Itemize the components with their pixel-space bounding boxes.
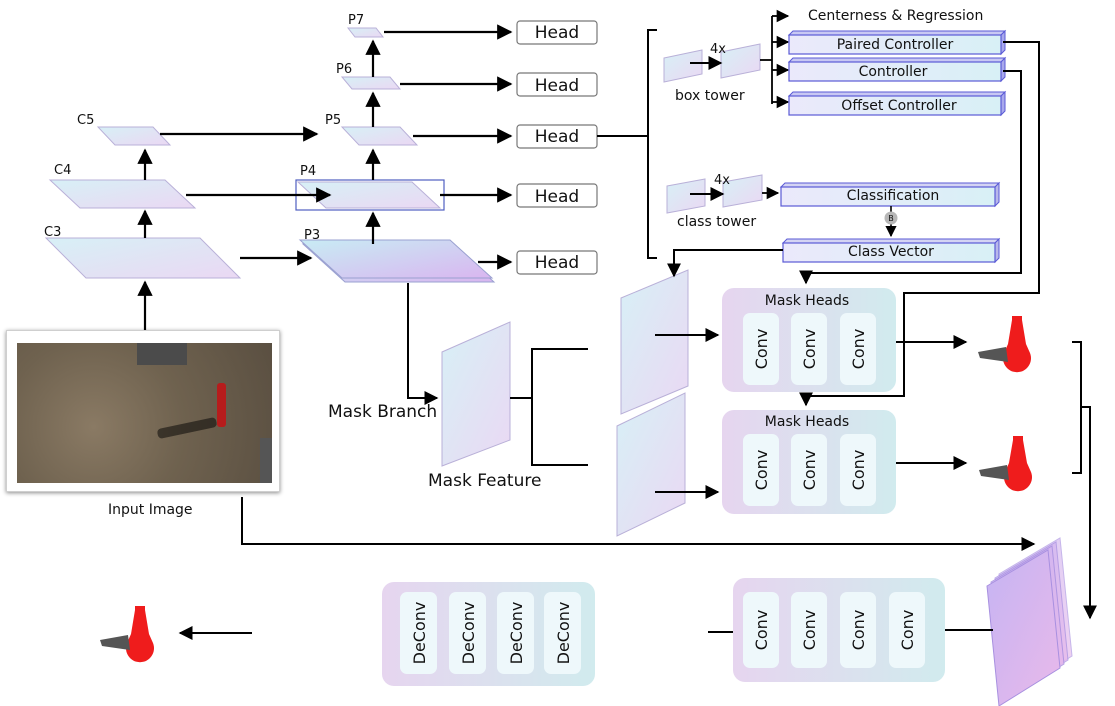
input-image — [6, 330, 280, 492]
input-image-label: Input Image — [108, 502, 193, 518]
mask-heads-panel-1: Mask Heads Conv Conv Conv — [722, 288, 896, 392]
conv-panel: Conv Conv Conv Conv — [733, 578, 945, 682]
head-p4: Head — [516, 183, 598, 208]
instance-plane-2 — [616, 392, 686, 537]
deconv-label: DeConv — [410, 602, 429, 665]
mask-output-arrows — [241, 335, 1097, 620]
centerness-regression-label: Centerness & Regression — [808, 8, 983, 24]
conv-label: Conv — [898, 610, 917, 651]
controller-label: Controller — [859, 64, 928, 80]
paired-controller-box: Paired Controller — [787, 29, 1007, 56]
box-tower-repeat: 4x — [710, 42, 726, 57]
deconv-panel: DeConv DeConv DeConv DeConv — [382, 582, 595, 686]
head-label: Head — [535, 23, 579, 43]
p6-label: P6 — [336, 62, 352, 77]
paired-controller-label: Paired Controller — [837, 37, 954, 53]
head-p6: Head — [516, 72, 598, 97]
stacked-feature-volume — [986, 537, 1073, 706]
classification-label: Classification — [847, 188, 940, 204]
classification-box: Classification — [779, 181, 1001, 208]
fpn-p4: P4 — [295, 164, 445, 211]
cone-mask-icon — [979, 436, 1032, 492]
offset-controller-label: Offset Controller — [841, 98, 957, 114]
head-label: Head — [535, 76, 579, 96]
offset-controller-box: Offset Controller — [787, 90, 1007, 117]
bottom-arrows — [178, 626, 993, 640]
conv-label: Conv — [849, 329, 868, 370]
deconv-label: DeConv — [459, 602, 478, 665]
deconv-label: DeConv — [554, 602, 573, 665]
c3-label: C3 — [44, 225, 61, 240]
b-badge-label: B — [888, 214, 894, 223]
fpn-arrows — [137, 24, 513, 330]
conv-label: Conv — [752, 329, 771, 370]
head-label: Head — [535, 187, 579, 207]
instance-arrows — [655, 328, 720, 499]
class-vector-label: Class Vector — [848, 244, 934, 260]
fpn-p5: P5 — [325, 113, 419, 146]
cone-mask-icon — [978, 316, 1031, 373]
p5-label: P5 — [325, 113, 341, 128]
class-vector-box: Class Vector — [781, 237, 1001, 264]
mask-heads-label: Mask Heads — [765, 414, 849, 430]
conv-label: Conv — [800, 450, 819, 491]
backbone-c3: C3 — [44, 225, 242, 279]
box-tower-label: box tower — [675, 88, 745, 104]
class-tower: 4x class tower — [666, 173, 780, 230]
conv-label: Conv — [752, 610, 771, 651]
fpn-p7: P7 — [346, 13, 385, 38]
controller-box: Controller — [787, 56, 1007, 83]
input-image-picture — [17, 343, 272, 483]
conv-label: Conv — [849, 610, 868, 651]
b-badge: B — [884, 206, 898, 238]
mask-feature-plane — [441, 321, 511, 467]
head-label: Head — [535, 253, 579, 273]
head-bracket — [597, 29, 657, 259]
class-tower-repeat: 4x — [714, 173, 730, 188]
mask-heads-panel-2: Mask Heads Conv Conv Conv — [722, 410, 896, 514]
p3-label: P3 — [304, 228, 320, 243]
controller-wiring — [667, 41, 1040, 407]
box-tower: 4x box tower — [663, 9, 790, 109]
c4-label: C4 — [54, 163, 71, 178]
mask-feature-label: Mask Feature — [428, 471, 541, 491]
class-tower-label: class tower — [677, 214, 756, 230]
conv-label: Conv — [752, 450, 771, 491]
mask-branch-arrows — [407, 283, 588, 466]
conv-label: Conv — [800, 329, 819, 370]
backbone-c5: C5 — [77, 113, 172, 146]
backbone-c4: C4 — [48, 163, 197, 209]
mask-heads-label: Mask Heads — [765, 293, 849, 309]
cone-mask-icon — [100, 606, 154, 663]
p7-label: P7 — [348, 13, 364, 28]
c5-label: C5 — [77, 113, 94, 128]
head-p7: Head — [516, 20, 598, 45]
head-p5: Head — [516, 124, 598, 149]
conv-label: Conv — [800, 610, 819, 651]
fpn-p6: P6 — [336, 62, 402, 90]
instance-plane-1 — [620, 269, 689, 415]
fpn-p3: P3 — [298, 228, 496, 283]
head-label: Head — [535, 127, 579, 147]
p4-label: P4 — [300, 164, 316, 179]
conv-label: Conv — [849, 450, 868, 491]
mask-branch-label: Mask Branch — [328, 402, 437, 422]
deconv-label: DeConv — [507, 602, 526, 665]
head-p3: Head — [516, 250, 598, 275]
